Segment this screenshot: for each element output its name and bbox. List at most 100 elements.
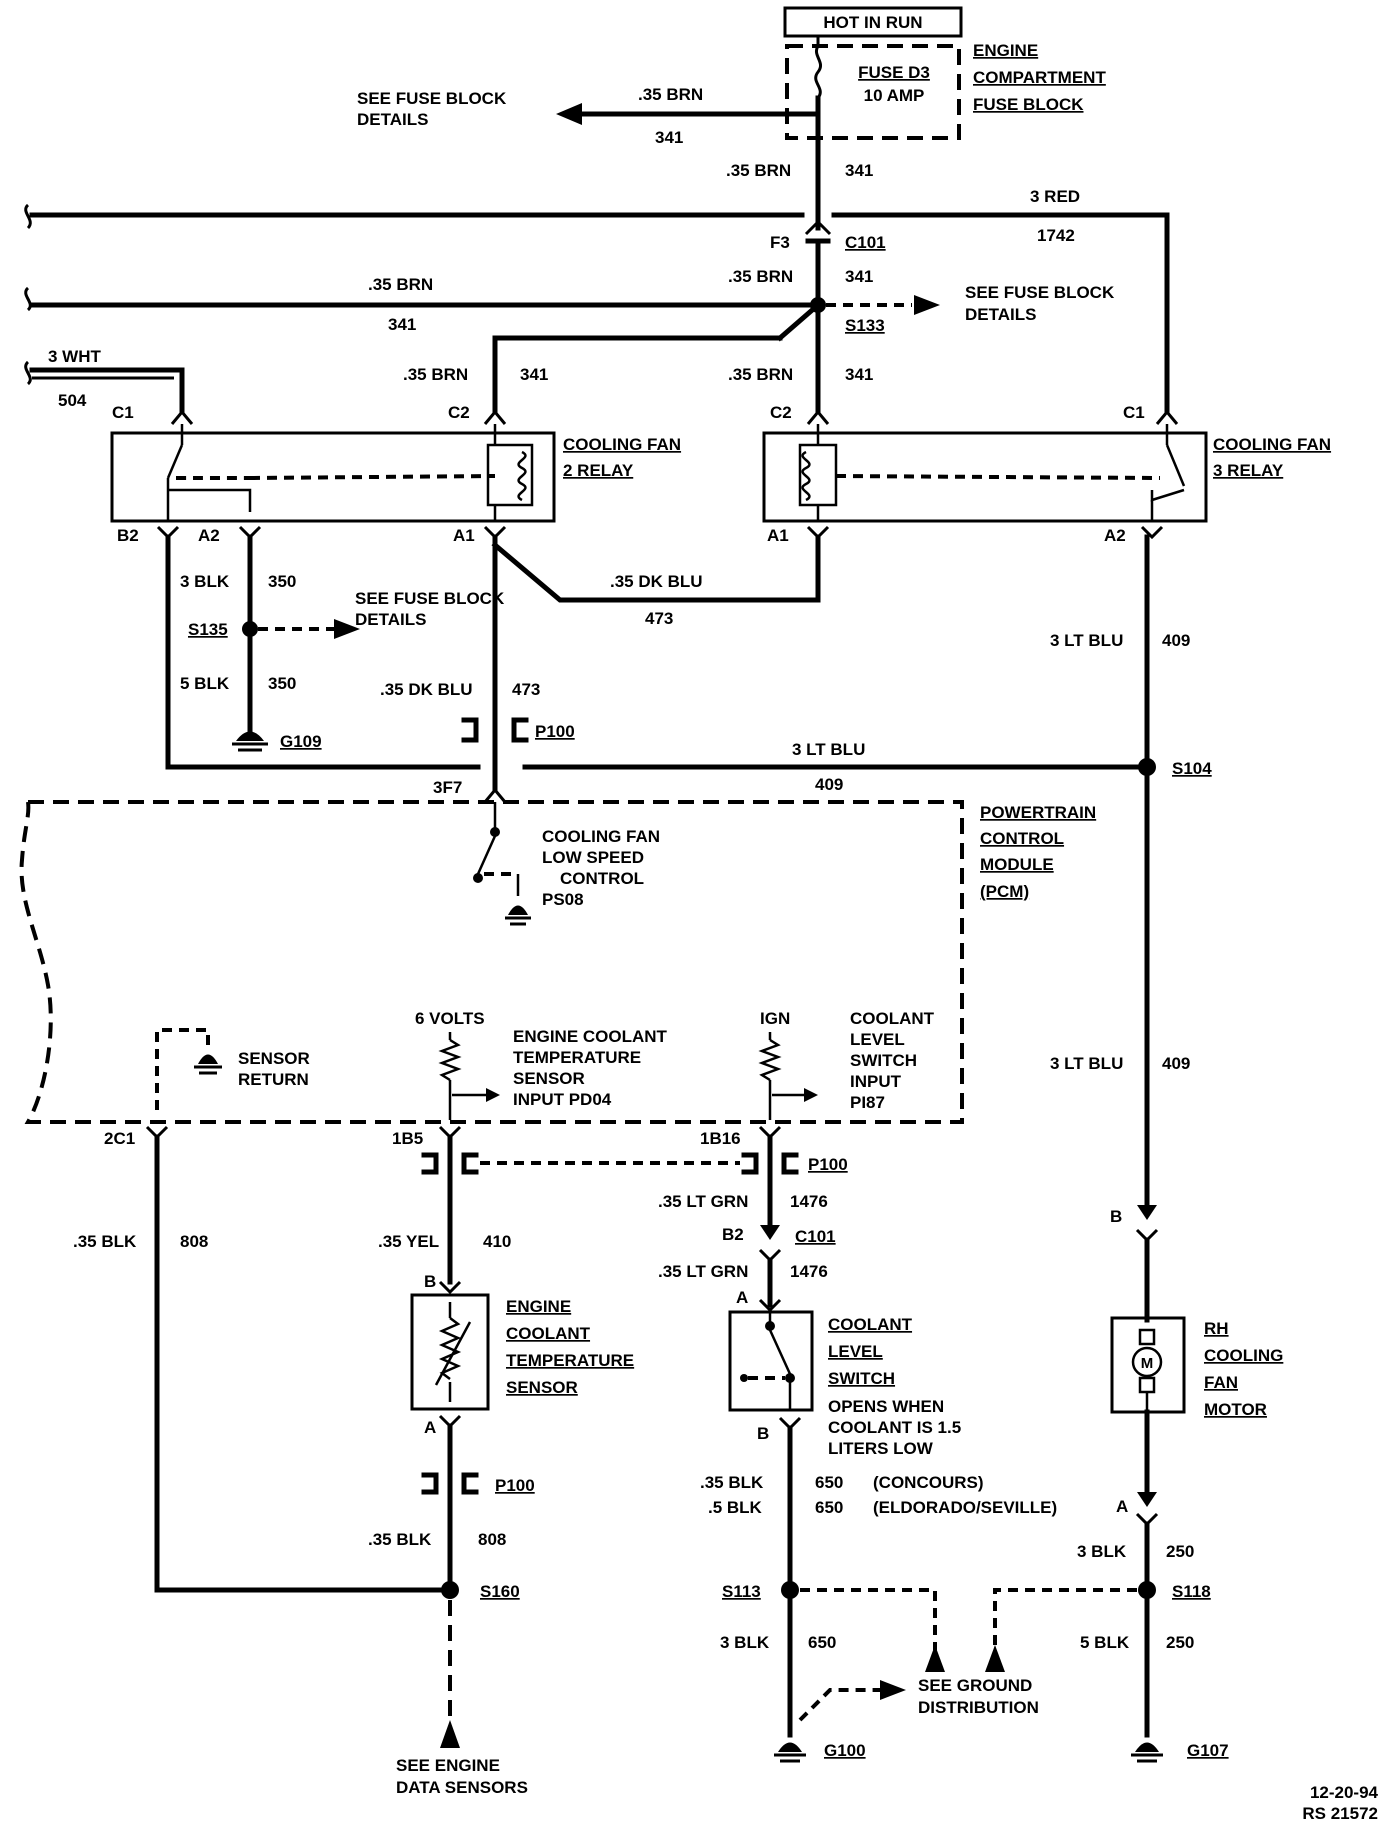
- p100-connector: [461, 717, 529, 743]
- svg-text:.35 LT GRN: .35 LT GRN: [658, 1262, 748, 1281]
- svg-text:P100: P100: [808, 1155, 848, 1174]
- svg-text:A2: A2: [1104, 526, 1126, 545]
- svg-text:341: 341: [655, 128, 683, 147]
- svg-text:409: 409: [815, 775, 843, 794]
- motor-icon: [1131, 1346, 1163, 1378]
- svg-text:S113: S113: [722, 1582, 761, 1601]
- relay-2-title-1: COOLING FAN: [563, 435, 681, 454]
- arrow-right-icon: [914, 295, 940, 315]
- see-fuse-block-details-right-2: DETAILS: [965, 305, 1036, 324]
- svg-text:F3: F3: [770, 233, 790, 252]
- svg-text:1476: 1476: [790, 1192, 828, 1211]
- svg-text:G100: G100: [824, 1741, 866, 1760]
- svg-text:341: 341: [845, 365, 873, 384]
- svg-text:341: 341: [845, 161, 873, 180]
- svg-text:808: 808: [478, 1530, 506, 1549]
- ground-g107-icon: [1131, 1742, 1163, 1763]
- arrow-up-icon: [985, 1645, 1005, 1672]
- float-icon: [740, 1374, 748, 1382]
- svg-text:.35 YEL: .35 YEL: [378, 1232, 439, 1251]
- svg-text:A: A: [736, 1288, 748, 1307]
- svg-text:473: 473: [512, 680, 540, 699]
- coolant-input-3: SWITCH: [850, 1051, 917, 1070]
- splice-s118: [1138, 1581, 1156, 1599]
- svg-text:.35 BLK: .35 BLK: [73, 1232, 137, 1251]
- ect-pullup-resistor: [438, 1038, 462, 1082]
- ground-g109-icon: [232, 731, 268, 752]
- diagram-date: 12-20-94: [1310, 1783, 1379, 1802]
- svg-text:.35 DK BLU: .35 DK BLU: [380, 680, 473, 699]
- relay-3-dashed-link: [835, 474, 1161, 480]
- svg-text:504: 504: [58, 391, 87, 410]
- svg-text:650: 650: [815, 1498, 843, 1517]
- svg-text:A: A: [424, 1418, 436, 1437]
- svg-text:.35 LT GRN: .35 LT GRN: [658, 1192, 748, 1211]
- hot-in-run-box: [783, 6, 963, 38]
- svg-text:S133: S133: [845, 316, 885, 335]
- svg-text:C2: C2: [448, 403, 470, 422]
- pcm-title-1: POWERTRAIN: [980, 803, 1096, 822]
- s135-fuse-details-1: SEE FUSE BLOCK: [355, 589, 505, 608]
- svg-text:B: B: [757, 1424, 769, 1443]
- svg-text:1476: 1476: [790, 1262, 828, 1281]
- svg-text:3 LT BLU: 3 LT BLU: [1050, 1054, 1123, 1073]
- fuse-name: FUSE D3: [858, 63, 930, 82]
- svg-text:.5 BLK: .5 BLK: [708, 1498, 763, 1517]
- cooling-fan-3-relay: [762, 431, 1208, 523]
- svg-text:350: 350: [268, 572, 296, 591]
- svg-text:C1: C1: [1123, 403, 1145, 422]
- ect-input-2: TEMPERATURE: [513, 1048, 641, 1067]
- svg-text:S104: S104: [1172, 759, 1212, 778]
- coolant-input-1: COOLANT: [850, 1009, 935, 1028]
- fuse-d3-symbol: [814, 45, 823, 99]
- fuse-block-title-1: ENGINE: [973, 41, 1038, 60]
- opens-when-3: LITERS LOW: [828, 1439, 934, 1458]
- svg-text:1742: 1742: [1037, 226, 1075, 245]
- sensor-return-ground-icon: [194, 1054, 222, 1075]
- see-fuse-block-details-2: DETAILS: [357, 110, 428, 129]
- svg-text:(ELDORADO/SEVILLE): (ELDORADO/SEVILLE): [873, 1498, 1057, 1517]
- see-engine-data-2: DATA SENSORS: [396, 1778, 528, 1797]
- svg-text:250: 250: [1166, 1542, 1194, 1561]
- svg-text:A1: A1: [453, 526, 475, 545]
- svg-text:341: 341: [388, 315, 416, 334]
- relay-3-contact: [1165, 444, 1186, 487]
- svg-text:A1: A1: [767, 526, 789, 545]
- ect-sensor-title-2: COOLANT: [506, 1324, 591, 1343]
- sensor-return-1: SENSOR: [238, 1049, 310, 1068]
- wire-break-icon: [24, 203, 32, 230]
- svg-text:2C1: 2C1: [104, 1129, 135, 1148]
- svg-text:3 LT BLU: 3 LT BLU: [792, 740, 865, 759]
- svg-text:650: 650: [808, 1633, 836, 1652]
- svg-text:S118: S118: [1172, 1582, 1211, 1601]
- coolant-pullup-resistor: [758, 1038, 782, 1082]
- svg-text:C1: C1: [112, 403, 134, 422]
- svg-text:409: 409: [1162, 1054, 1190, 1073]
- relay-2-contact: [166, 444, 184, 479]
- svg-text:3 BLK: 3 BLK: [180, 572, 230, 591]
- see-fuse-block-details-1: SEE FUSE BLOCK: [357, 89, 507, 108]
- rh-motor-title-4: MOTOR: [1204, 1400, 1267, 1419]
- svg-text:A2: A2: [198, 526, 220, 545]
- svg-text:341: 341: [520, 365, 548, 384]
- ground-g100-icon: [774, 1742, 806, 1763]
- low-speed-title-4: PS08: [542, 890, 584, 909]
- see-engine-data-1: SEE ENGINE: [396, 1756, 500, 1775]
- svg-text:S135: S135: [188, 620, 228, 639]
- svg-text:(CONCOURS): (CONCOURS): [873, 1473, 984, 1492]
- svg-text:.35 BRN: .35 BRN: [728, 267, 793, 286]
- svg-text:1B16: 1B16: [700, 1129, 741, 1148]
- fuse-block-title-2: COMPARTMENT: [973, 68, 1106, 87]
- svg-text:473: 473: [645, 609, 673, 628]
- pcm-title-4: (PCM): [980, 882, 1029, 901]
- arrow-right-icon: [804, 1088, 818, 1102]
- c101-connector: [804, 219, 832, 236]
- s135-fuse-details-2: DETAILS: [355, 610, 426, 629]
- coolant-switch-title-3: SWITCH: [828, 1369, 895, 1388]
- svg-text:341: 341: [845, 267, 873, 286]
- svg-text:B: B: [424, 1272, 436, 1291]
- svg-text:S160: S160: [480, 1582, 520, 1601]
- relay-3-title-1: COOLING FAN: [1213, 435, 1331, 454]
- relay-3-title-2: 3 RELAY: [1213, 461, 1284, 480]
- rh-motor-title-2: COOLING: [1204, 1346, 1283, 1365]
